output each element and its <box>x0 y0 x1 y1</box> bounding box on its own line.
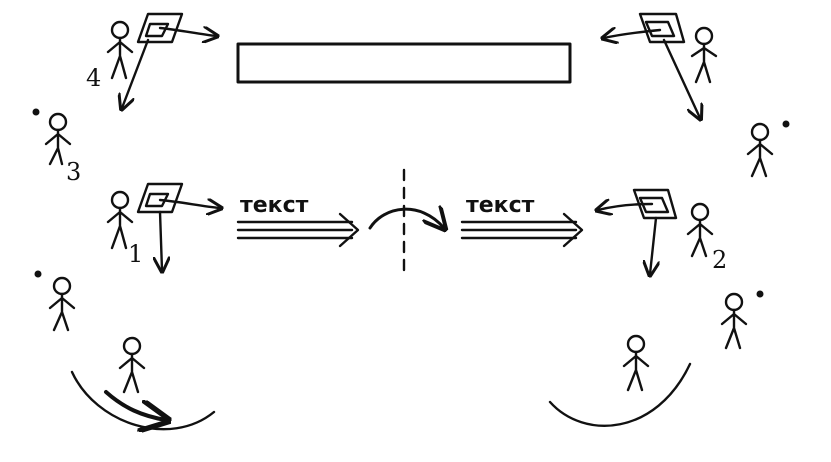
sheet-icon <box>638 12 686 44</box>
person-icon <box>690 26 718 84</box>
person-icon <box>48 276 76 332</box>
number-label: 4 <box>86 64 101 92</box>
person-icon <box>686 202 714 258</box>
person-icon <box>106 190 134 250</box>
person-icon <box>746 122 774 178</box>
board-rectangle <box>236 42 572 84</box>
arrow-icon <box>158 28 216 36</box>
person-bottom-right-arc-group <box>548 334 692 427</box>
arrow-icon <box>368 209 444 228</box>
text-label-right: текст <box>466 193 535 218</box>
arc-path <box>70 370 216 431</box>
person-icon <box>622 334 650 392</box>
double-arrow-icon <box>460 212 584 248</box>
arrow-icon <box>122 38 150 108</box>
arrow-icon <box>160 210 162 270</box>
arc-path <box>548 362 692 427</box>
person-icon <box>720 292 748 350</box>
number-label: 1 <box>128 240 143 268</box>
person-bottom-left-arc-group <box>70 336 216 431</box>
double-arrow-icon <box>236 212 360 248</box>
text-label-left: текст <box>240 193 309 218</box>
dot-icon <box>782 120 790 128</box>
person-3-group: 3 <box>32 108 81 186</box>
person-bottom-right-dot-group <box>720 290 764 350</box>
person-top-right-group <box>604 12 718 118</box>
person-icon <box>118 336 146 394</box>
sheet-icon <box>136 12 184 44</box>
arrow-icon <box>158 200 220 208</box>
arrow-icon <box>598 204 654 210</box>
number-label: 3 <box>66 158 81 186</box>
arrow-icon <box>650 216 656 274</box>
person-right-dot-group <box>746 120 790 178</box>
person-icon <box>44 112 72 166</box>
sheet-icon <box>632 188 678 220</box>
person-icon <box>106 20 134 80</box>
person-1-group: 1 <box>106 182 220 270</box>
sheet-icon <box>136 182 184 214</box>
person-4-group: 4 <box>86 12 216 108</box>
number-label: 2 <box>712 246 727 274</box>
dot-icon <box>34 270 42 278</box>
arrow-icon <box>604 30 662 38</box>
person-2-group: 2 <box>598 188 727 274</box>
dot-icon <box>32 108 40 116</box>
arrow-icon <box>104 390 166 420</box>
dot-icon <box>756 290 764 298</box>
person-bottom-left-dot-group <box>34 270 76 332</box>
arrow-icon <box>662 38 700 118</box>
